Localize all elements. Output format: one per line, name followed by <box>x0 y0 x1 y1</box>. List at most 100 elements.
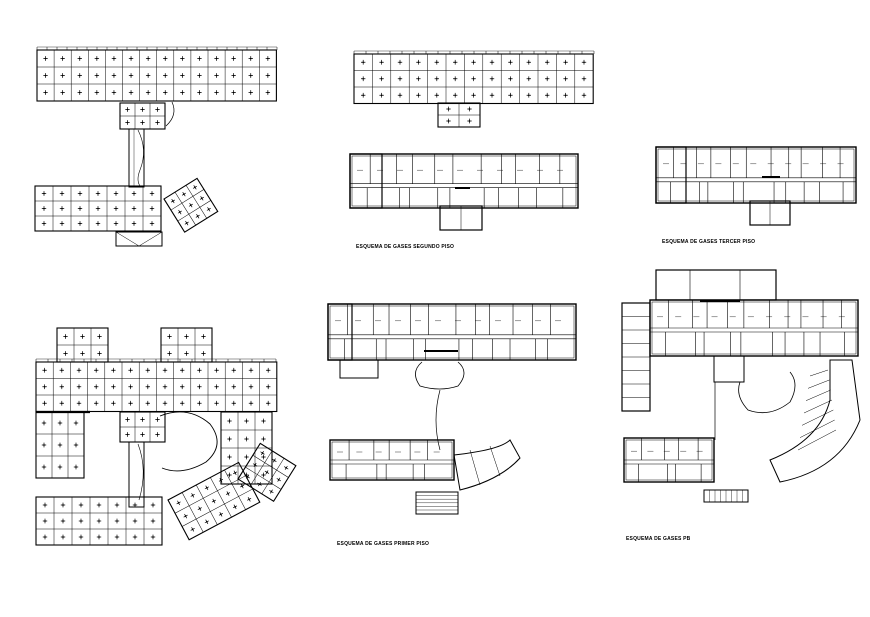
gas-point-icon <box>116 504 118 506</box>
outline-path <box>415 361 465 390</box>
gas-point-icon <box>61 369 63 372</box>
gas-point-icon <box>245 420 248 422</box>
gas-point-icon <box>61 192 63 195</box>
gas-point-icon <box>472 94 475 97</box>
gas-point-icon <box>43 422 45 424</box>
gas-point-icon <box>202 352 205 355</box>
gas-point-icon <box>528 77 530 80</box>
gas-point-icon <box>141 108 144 111</box>
gas-point-icon <box>126 433 129 436</box>
wall-rect <box>329 305 575 359</box>
gas-point-icon <box>177 502 180 504</box>
gas-point-icon <box>181 385 183 388</box>
gas-point-icon <box>78 74 81 77</box>
gas-point-icon <box>241 485 243 487</box>
gas-point-icon <box>115 192 117 195</box>
gas-point-icon <box>164 369 166 372</box>
gas-point-icon <box>134 504 136 506</box>
gas-point-icon <box>112 385 115 388</box>
gas-point-icon <box>250 402 252 405</box>
gas-point-icon <box>270 490 273 493</box>
gas-point-icon <box>249 57 252 60</box>
wall-line <box>196 484 218 525</box>
wall-line <box>805 389 831 401</box>
gas-point-icon <box>267 57 269 60</box>
gas-point-icon <box>129 369 132 372</box>
gas-point-icon <box>266 471 268 474</box>
gas-point-icon <box>80 504 82 506</box>
gas-point-icon <box>191 494 194 497</box>
gas-point-icon <box>78 402 80 405</box>
gas-point-icon <box>194 186 196 189</box>
gas-point-icon <box>245 438 248 440</box>
gas-point-icon <box>134 536 136 538</box>
gas-point-icon <box>164 74 167 77</box>
gas-point-icon <box>201 197 203 200</box>
gas-point-icon <box>44 74 47 77</box>
gas-point-icon <box>380 77 383 80</box>
gas-point-icon <box>215 57 218 60</box>
gas-point-icon <box>151 207 153 210</box>
gas-point-icon <box>262 420 265 422</box>
wall-rect <box>657 148 855 202</box>
gas-point-icon <box>43 207 45 210</box>
rotated-wing <box>167 461 261 541</box>
gas-point-icon <box>152 536 154 538</box>
wall-rect <box>349 153 383 209</box>
gas-point-icon <box>44 520 46 522</box>
gas-point-icon <box>220 513 222 516</box>
gas-point-icon <box>95 402 97 405</box>
gas-point-icon <box>267 385 270 388</box>
wall-rect <box>327 303 353 361</box>
gas-point-icon <box>491 77 493 80</box>
gas-point-icon <box>79 222 81 225</box>
gas-point-icon <box>172 200 174 202</box>
caption-segundo-piso: ESQUEMA DE GASES SEGUNDO PISO <box>356 244 455 250</box>
gas-point-icon <box>164 57 167 60</box>
gas-point-icon <box>215 402 218 405</box>
gas-point-icon <box>254 464 256 466</box>
gas-point-icon <box>147 385 149 388</box>
gas-point-icon <box>509 77 512 80</box>
gas-point-icon <box>61 402 63 405</box>
gas-point-icon <box>96 74 98 77</box>
gas-point-icon <box>164 91 167 94</box>
gas-point-icon <box>152 504 154 506</box>
gas-point-icon <box>250 385 252 388</box>
gas-point-icon <box>198 57 201 60</box>
gas-point-icon <box>246 475 249 478</box>
gas-point-icon <box>509 94 512 97</box>
gas-point-icon <box>75 466 77 468</box>
gas-point-icon <box>228 438 231 440</box>
plan-bottom-middle <box>327 303 577 515</box>
gas-point-icon <box>454 94 457 97</box>
gas-point-icon <box>215 385 218 388</box>
outline-path <box>137 129 144 187</box>
gas-point-icon <box>267 91 269 94</box>
gas-point-icon <box>232 57 235 60</box>
gas-point-icon <box>185 335 188 338</box>
gas-point-icon <box>126 108 129 111</box>
gas-point-icon <box>249 91 252 94</box>
gas-point-icon <box>227 492 229 495</box>
gas-point-icon <box>198 91 201 94</box>
wall-rect <box>128 441 145 508</box>
wall-line <box>809 369 829 377</box>
caption-pb: ESQUEMA DE GASES PB <box>626 536 691 542</box>
wall-line <box>489 445 501 477</box>
gas-point-icon <box>80 536 82 538</box>
gas-point-icon <box>546 94 548 97</box>
gas-point-icon <box>78 385 80 388</box>
outline-path <box>435 389 441 451</box>
gas-point-icon <box>147 91 149 94</box>
gas-point-icon <box>362 94 365 97</box>
gas-point-icon <box>141 418 144 421</box>
gas-point-icon <box>234 472 236 474</box>
wall-line <box>170 189 205 211</box>
gas-point-icon <box>528 61 530 64</box>
wall-line <box>181 492 204 533</box>
gas-point-icon <box>98 352 101 355</box>
gas-point-icon <box>44 504 46 506</box>
gas-point-icon <box>436 94 438 97</box>
